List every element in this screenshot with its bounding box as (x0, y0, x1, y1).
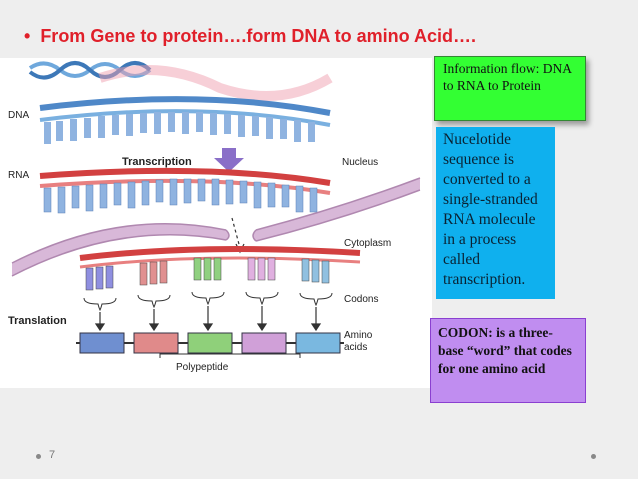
amino-acid-4 (241, 332, 287, 354)
dna-helix (28, 61, 333, 101)
polypeptide-bracket (159, 353, 301, 358)
footer-dot-right (591, 454, 596, 459)
title-bullet: • (24, 26, 31, 46)
polypeptide-chain (76, 332, 344, 354)
label-polypeptide: Polypeptide (176, 362, 229, 373)
amino-acid-2 (133, 332, 179, 354)
translation-arrows (94, 306, 322, 332)
rna-strand (39, 167, 331, 214)
mrna-cytoplasm (79, 246, 361, 291)
transcription-arrow (214, 148, 244, 172)
codon-note-box: CODON: is a three-base “word” that codes… (430, 318, 586, 403)
codon-braces (83, 291, 333, 312)
label-acids: acids (344, 342, 367, 353)
label-codons: Codons (344, 294, 378, 305)
slide-title: • From Gene to protein….form DNA to amino… (24, 26, 476, 47)
amino-acid-1 (79, 332, 125, 354)
nuclear-membrane (12, 223, 226, 276)
information-flow-box: Information flow: DNA to RNA to Protein (434, 56, 586, 121)
export-path (231, 217, 241, 249)
label-dna: DNA (8, 110, 29, 121)
amino-acid-5 (295, 332, 341, 354)
page-number: 7 (49, 449, 56, 461)
label-amino: Amino (344, 330, 373, 341)
dna-strand (39, 96, 331, 144)
label-rna: RNA (8, 170, 29, 181)
label-translation: Translation (8, 315, 67, 327)
title-text: From Gene to protein….form DNA to amino … (40, 26, 476, 46)
label-transcription: Transcription (122, 156, 192, 168)
gene-expression-diagram: DNA RNA Transcription Nucleus Cytoplasm … (0, 58, 432, 388)
nuclear-membrane-right (256, 178, 420, 241)
transcription-note-box: Nucelotide sequence is converted to a si… (436, 127, 555, 299)
label-nucleus: Nucleus (342, 157, 378, 168)
footer-dot-left (36, 454, 41, 459)
amino-acid-3 (187, 332, 233, 354)
label-cytoplasm: Cytoplasm (344, 238, 391, 249)
